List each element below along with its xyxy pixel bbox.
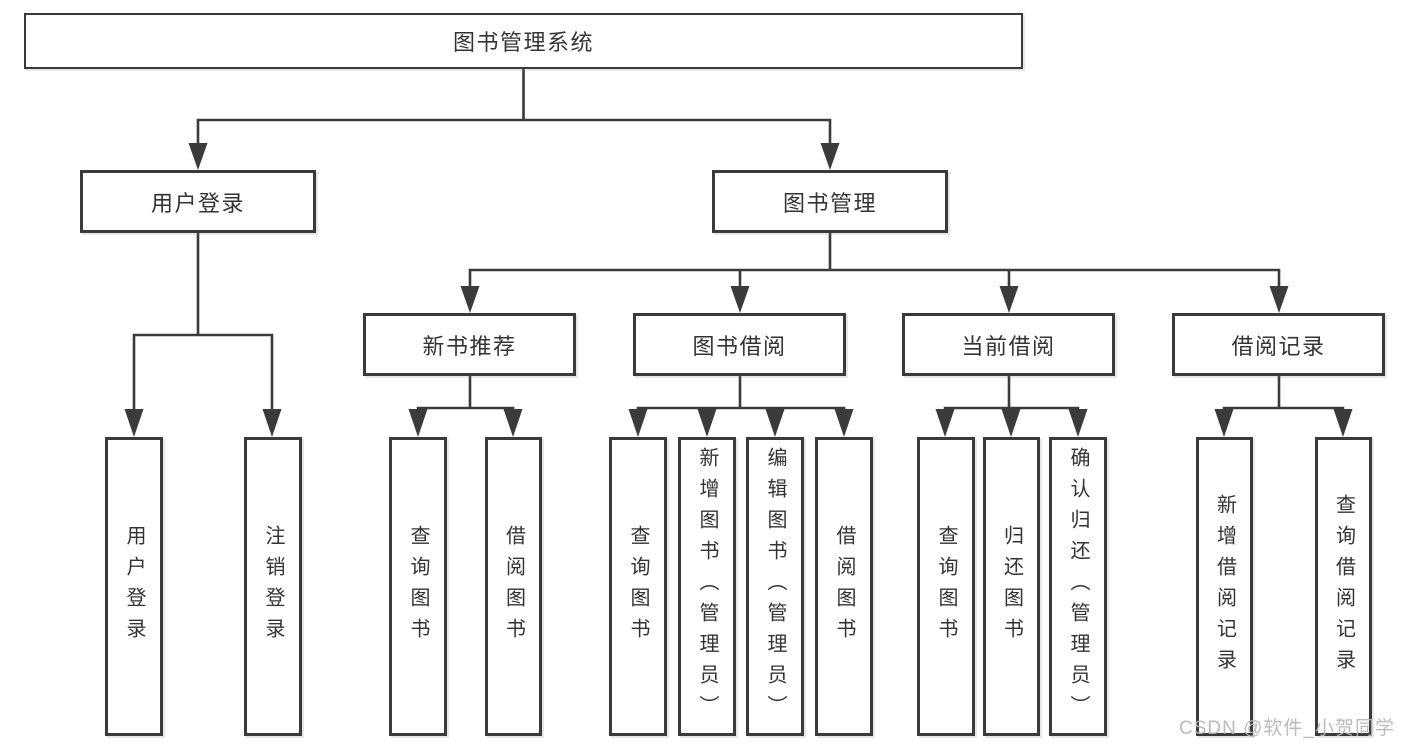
leaf-label: 新增借阅记录 — [1213, 493, 1236, 680]
arrowhead — [188, 143, 208, 170]
branch-user-login: 用户登录 — [80, 170, 316, 233]
arrowhead — [820, 143, 840, 170]
arrowhead — [697, 409, 717, 437]
connector-userlogin-split — [132, 333, 274, 410]
arrowhead — [460, 286, 480, 313]
branch-user-login-label: 用户登录 — [150, 190, 245, 216]
arrowhead — [262, 409, 282, 437]
leaf-label: 查询图书 — [407, 524, 429, 649]
leaf-query-books-recommend: 查询图书 — [389, 437, 447, 736]
connector-bookmgmt-split — [468, 268, 1281, 287]
arrowhead — [1333, 409, 1353, 437]
arrowhead — [1068, 409, 1088, 437]
leaf-label: 编辑图书（管理员） — [764, 447, 786, 726]
group-label: 新书推荐 — [422, 333, 517, 359]
group-book-borrowing: 图书借阅 — [633, 313, 846, 376]
leaf-label: 查询图书 — [627, 524, 649, 649]
leaf-label: 用户登录 — [123, 524, 145, 649]
node-root: 图书管理系统 — [24, 13, 1023, 69]
group-label: 当前借阅 — [961, 333, 1056, 359]
connector-records-split — [1222, 406, 1345, 410]
leaf-query-borrow-record: 查询借阅记录 — [1315, 437, 1372, 736]
leaf-user-login: 用户登录 — [105, 437, 163, 736]
leaf-label: 新增图书（管理员） — [696, 447, 718, 726]
connector-root-split — [196, 118, 832, 144]
leaf-label: 查询借阅记录 — [1332, 493, 1355, 680]
leaf-borrow-books-recommend: 借阅图书 — [485, 437, 542, 736]
arrowhead — [999, 286, 1019, 313]
branch-book-management: 图书管理 — [712, 170, 948, 233]
arrowhead — [408, 409, 428, 437]
leaf-add-borrow-record: 新增借阅记录 — [1196, 437, 1253, 736]
arrowhead — [503, 409, 523, 437]
leaf-label: 归还图书 — [1000, 524, 1023, 649]
arrowhead — [765, 409, 785, 437]
leaf-label: 借阅图书 — [833, 524, 855, 649]
leaf-label: 注销登录 — [262, 524, 284, 649]
leaf-label: 借阅图书 — [502, 524, 525, 649]
leaf-query-books-borrowing: 查询图书 — [609, 437, 667, 736]
group-borrowing-records: 借阅记录 — [1172, 313, 1385, 376]
group-label: 图书借阅 — [692, 333, 787, 359]
leaf-label: 查询图书 — [935, 524, 957, 649]
arrowhead — [124, 409, 144, 437]
arrowhead — [935, 409, 955, 437]
leaf-label: 确认归还（管理员） — [1067, 447, 1089, 726]
arrowhead — [730, 286, 750, 313]
arrowhead — [628, 409, 648, 437]
leaf-confirm-return-admin: 确认归还（管理员） — [1049, 437, 1107, 736]
group-label: 借阅记录 — [1231, 333, 1326, 359]
leaf-borrow-books: 借阅图书 — [815, 437, 873, 736]
leaf-logout: 注销登录 — [244, 437, 302, 736]
connector-newbook-split — [416, 406, 515, 410]
branch-book-management-label: 图书管理 — [782, 190, 877, 216]
group-new-book-recommendation: 新书推荐 — [363, 313, 576, 376]
leaf-add-book-admin: 新增图书（管理员） — [678, 437, 736, 736]
arrowhead — [1214, 409, 1234, 437]
node-root-label: 图书管理系统 — [452, 30, 594, 55]
connector-borrow-split — [636, 406, 846, 410]
leaf-return-books: 归还图书 — [983, 437, 1040, 736]
arrowhead — [1269, 286, 1289, 313]
leaf-query-books-current: 查询图书 — [917, 437, 975, 736]
leaf-edit-book-admin: 编辑图书（管理员） — [746, 437, 804, 736]
arrowhead — [1001, 409, 1021, 437]
arrowhead — [834, 409, 854, 437]
group-current-borrowing: 当前借阅 — [902, 313, 1115, 376]
